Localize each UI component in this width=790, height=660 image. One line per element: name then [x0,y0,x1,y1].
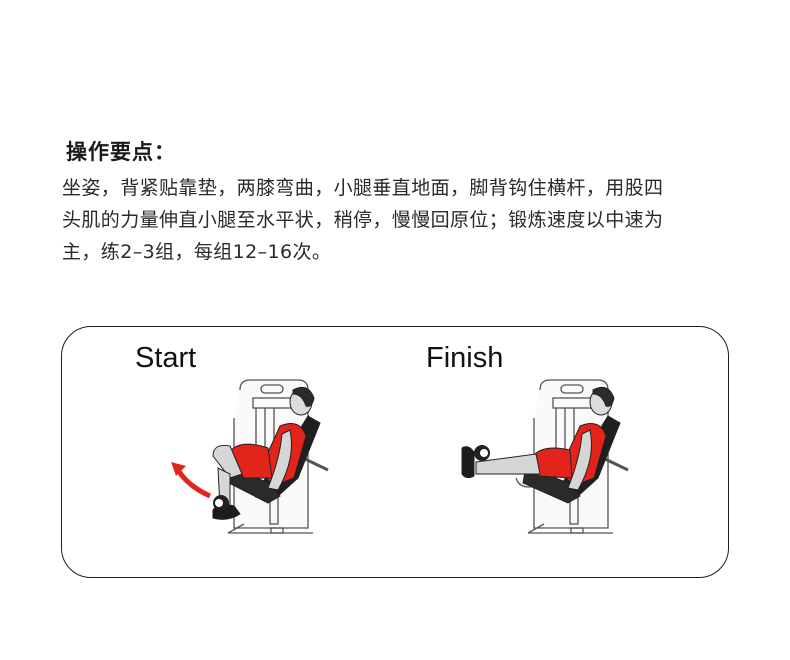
start-label: Start [135,342,197,374]
section-heading: 操作要点： [66,140,176,164]
finish-label: Finish [426,342,504,374]
finish-position-illustration [461,379,629,534]
start-position-illustration [171,379,329,534]
instructions-line-2: 头肌的力量伸直小腿至水平状，稍停，慢慢回原位；锻炼速度以中速为 [62,209,664,231]
foot-pad-roller-icon [474,445,490,461]
instructions-text: 坐姿，背紧贴靠垫，两膝弯曲，小腿垂直地面，脚背钩住横杆，用股四 头肌的力量伸直小… [62,172,742,268]
instructions-line-1: 坐姿，背紧贴靠垫，两膝弯曲，小腿垂直地面，脚背钩住横杆，用股四 [62,177,664,199]
curved-arrow-icon [175,468,212,499]
exercise-illustration-panel [61,326,729,578]
athlete-figure [461,386,621,504]
instructions-line-3: 主，练2–3组，每组12–16次。 [62,241,332,263]
foot-pad-roller-icon [213,495,229,511]
arrow-head-icon [171,462,186,476]
